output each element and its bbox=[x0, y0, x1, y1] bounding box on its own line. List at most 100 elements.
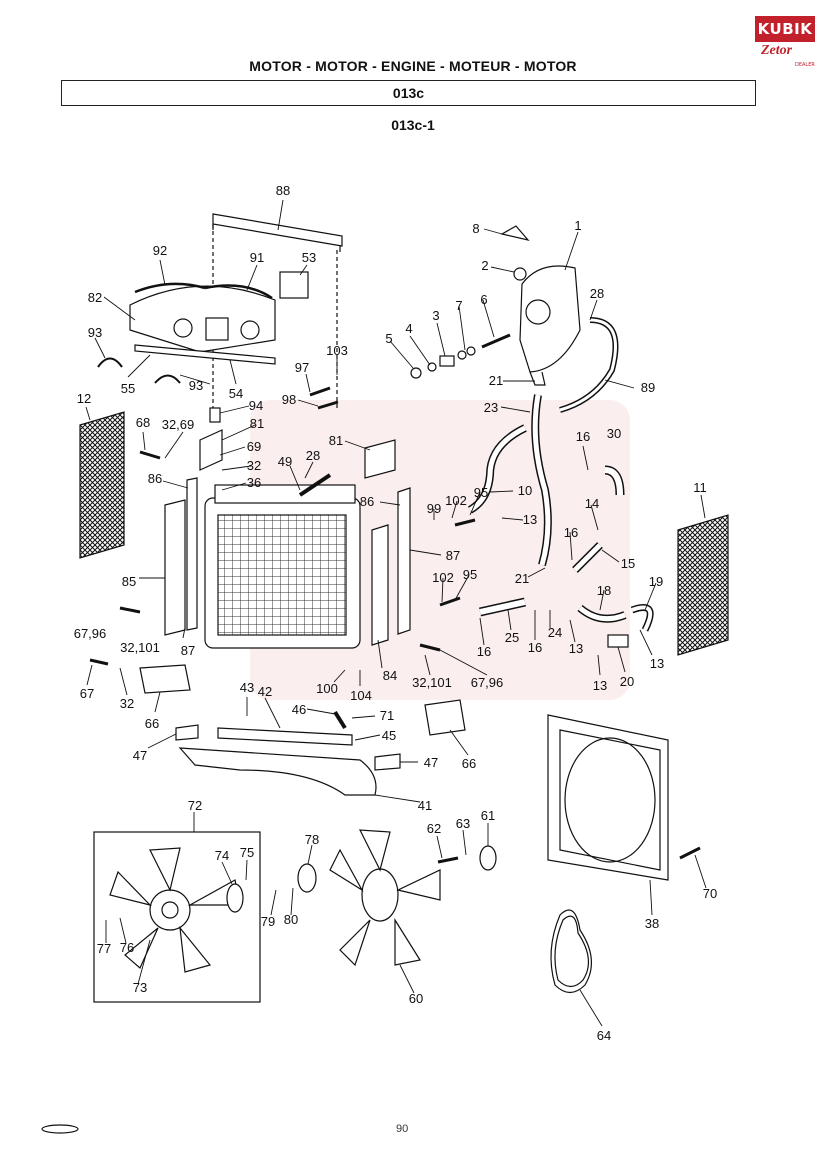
pad-47a bbox=[175, 724, 199, 741]
callout-c3: 3 bbox=[432, 308, 439, 323]
callout-c63: 63 bbox=[456, 816, 470, 831]
callout-c13a: 13 bbox=[523, 512, 537, 527]
callout-c24: 24 bbox=[548, 625, 562, 640]
callout-c8: 8 bbox=[472, 221, 479, 236]
callout-c91: 91 bbox=[250, 250, 264, 265]
callout-c61: 61 bbox=[481, 808, 495, 823]
cap-2 bbox=[513, 267, 527, 281]
callout-c32a: 32 bbox=[247, 458, 261, 473]
callout-c85: 85 bbox=[122, 574, 136, 589]
callout-c78: 78 bbox=[305, 832, 319, 847]
callout-c77: 77 bbox=[97, 941, 111, 956]
callout-c80: 80 bbox=[284, 912, 298, 927]
callout-c54: 54 bbox=[229, 386, 243, 401]
callout-c49: 49 bbox=[278, 454, 292, 469]
callout-c11: 11 bbox=[693, 480, 707, 495]
bracket-66b bbox=[424, 699, 466, 736]
callout-c32101a: 32,101 bbox=[120, 640, 160, 655]
side-panel-84 bbox=[371, 524, 389, 646]
hub-61 bbox=[479, 845, 497, 871]
plate-42 bbox=[217, 727, 353, 746]
callout-c79: 79 bbox=[261, 914, 275, 929]
callout-c5: 5 bbox=[385, 331, 392, 346]
pad-47b bbox=[374, 753, 401, 771]
callout-c7: 7 bbox=[455, 298, 462, 313]
callout-c97: 97 bbox=[295, 360, 309, 375]
bolt-67-96a bbox=[119, 606, 141, 614]
callout-c47b: 47 bbox=[424, 755, 438, 770]
callout-c18: 18 bbox=[597, 583, 611, 598]
callout-c69: 69 bbox=[247, 439, 261, 454]
callout-c81b: 81 bbox=[329, 433, 343, 448]
callout-c98: 98 bbox=[282, 392, 296, 407]
callout-c76: 76 bbox=[120, 940, 134, 955]
callout-c16c: 16 bbox=[528, 640, 542, 655]
warning-triangle-8 bbox=[500, 225, 530, 241]
callout-c16b: 16 bbox=[564, 525, 578, 540]
section-code: 013c bbox=[392, 85, 425, 101]
callout-c28b: 28 bbox=[306, 448, 320, 463]
callout-c66b: 66 bbox=[462, 756, 476, 771]
subsection-code: 013c-1 bbox=[391, 117, 435, 133]
callout-c13c: 13 bbox=[650, 656, 664, 671]
side-strip-86b bbox=[397, 487, 411, 635]
callout-c103: 103 bbox=[326, 343, 348, 358]
callout-c93a: 93 bbox=[88, 325, 102, 340]
base-frame-41 bbox=[178, 747, 377, 796]
bolt-62 bbox=[437, 856, 459, 864]
callout-c46: 46 bbox=[292, 702, 306, 717]
callout-c23: 23 bbox=[484, 400, 498, 415]
callout-c94: 94 bbox=[249, 398, 263, 413]
mesh-guard-12 bbox=[79, 411, 125, 559]
callout-c45: 45 bbox=[382, 728, 396, 743]
bolt-95b bbox=[439, 596, 461, 607]
callout-c25: 25 bbox=[505, 630, 519, 645]
radiator bbox=[204, 484, 361, 649]
bolt-97 bbox=[309, 386, 331, 397]
callout-c81a: 81 bbox=[250, 416, 264, 431]
callout-c67: 67 bbox=[80, 686, 94, 701]
callout-c102b: 102 bbox=[432, 570, 454, 585]
bracket-81b bbox=[364, 439, 396, 479]
side-panel-85 bbox=[164, 499, 186, 636]
callout-c72: 72 bbox=[188, 798, 202, 813]
callout-c62: 62 bbox=[427, 821, 441, 836]
bolt-set-top bbox=[410, 333, 511, 379]
callout-c41: 41 bbox=[418, 798, 432, 813]
callout-c12: 12 bbox=[77, 391, 91, 406]
bolt-68 bbox=[139, 450, 161, 460]
callout-c32b: 32 bbox=[120, 696, 134, 711]
callout-c20: 20 bbox=[620, 674, 634, 689]
callout-c36: 36 bbox=[247, 475, 261, 490]
callout-c86b: 86 bbox=[360, 494, 374, 509]
bracket-81a bbox=[199, 429, 223, 471]
callout-c13b: 13 bbox=[569, 641, 583, 656]
callout-c70: 70 bbox=[703, 886, 717, 901]
callout-c87b: 87 bbox=[181, 643, 195, 658]
page-title: MOTOR - MOTOR - ENGINE - MOTEUR - MOTOR bbox=[249, 58, 577, 74]
callout-c95b: 95 bbox=[463, 567, 477, 582]
callout-c87a: 87 bbox=[446, 548, 460, 563]
callout-c21a: 21 bbox=[489, 373, 503, 388]
callout-c15: 15 bbox=[621, 556, 635, 571]
callout-c4: 4 bbox=[405, 321, 412, 336]
callout-c16a: 16 bbox=[576, 429, 590, 444]
callout-c6: 6 bbox=[480, 292, 487, 307]
callout-c99: 99 bbox=[427, 501, 441, 516]
bolt-67-96b bbox=[419, 643, 441, 652]
callout-c19: 19 bbox=[649, 574, 663, 589]
bolt-98 bbox=[317, 400, 339, 410]
bolt-70 bbox=[679, 846, 701, 860]
callout-c93b: 93 bbox=[189, 378, 203, 393]
callout-c2: 2 bbox=[481, 258, 488, 273]
callout-c75: 75 bbox=[240, 845, 254, 860]
callout-c92: 92 bbox=[153, 243, 167, 258]
callout-c6796b: 67,96 bbox=[471, 675, 504, 690]
top-bracket-88 bbox=[212, 213, 343, 252]
seal-53 bbox=[279, 271, 309, 299]
callout-c13d: 13 bbox=[593, 678, 607, 693]
callout-c3269a: 32,69 bbox=[162, 417, 195, 432]
callout-c89: 89 bbox=[641, 380, 655, 395]
bolt-95a bbox=[454, 518, 476, 527]
